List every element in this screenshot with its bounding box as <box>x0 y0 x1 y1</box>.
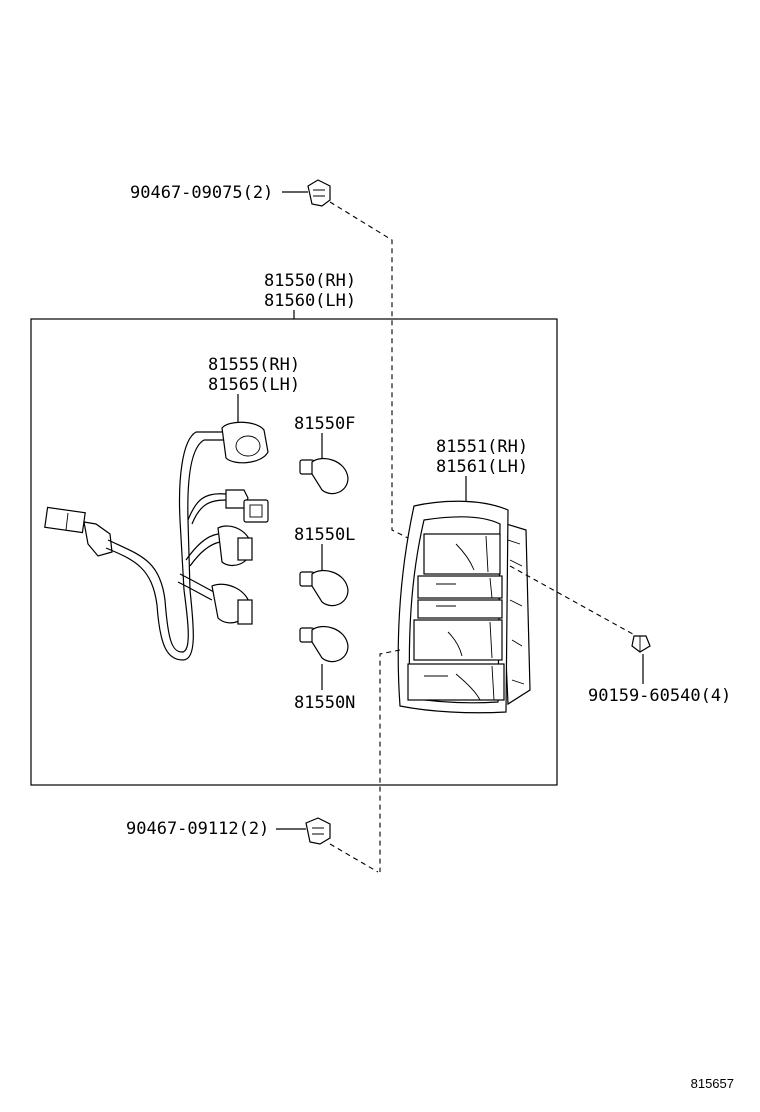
clip-upper-part <box>307 179 331 207</box>
label-lens-lh[interactable]: 81561(LH) <box>436 457 528 477</box>
bulb-l <box>299 569 349 607</box>
dash-clip-lower-link <box>329 843 379 873</box>
label-socket-lh[interactable]: 81565(LH) <box>208 375 300 395</box>
dash-screw <box>509 565 641 639</box>
bulb-n <box>299 625 349 663</box>
label-bulb-f[interactable]: 81550F <box>294 414 355 434</box>
dash-clip-lower <box>379 649 401 872</box>
label-bulb-n[interactable]: 81550N <box>294 693 355 713</box>
label-lens-rh[interactable]: 81551(RH) <box>436 437 528 457</box>
lens-and-body <box>397 500 531 714</box>
screw-part <box>631 635 651 653</box>
label-bulb-l[interactable]: 81550L <box>294 525 355 545</box>
clip-lower-part <box>305 817 331 845</box>
diagram-reference-number: 815657 <box>691 1076 734 1091</box>
bulb-f <box>299 457 349 495</box>
label-socket-rh[interactable]: 81555(RH) <box>208 355 300 375</box>
label-lamp-assy-lh[interactable]: 81560(LH) <box>264 291 356 311</box>
label-clip-lower[interactable]: 90467-09112(2) <box>126 819 269 839</box>
label-lamp-assy-rh[interactable]: 81550(RH) <box>264 271 356 291</box>
label-clip-upper[interactable]: 90467-09075(2) <box>130 183 273 203</box>
label-screw[interactable]: 90159-60540(4) <box>588 686 731 706</box>
lamp-assembly-frame <box>30 318 558 786</box>
socket-wire-harness <box>44 421 269 661</box>
dash-clip-upper <box>329 201 413 541</box>
